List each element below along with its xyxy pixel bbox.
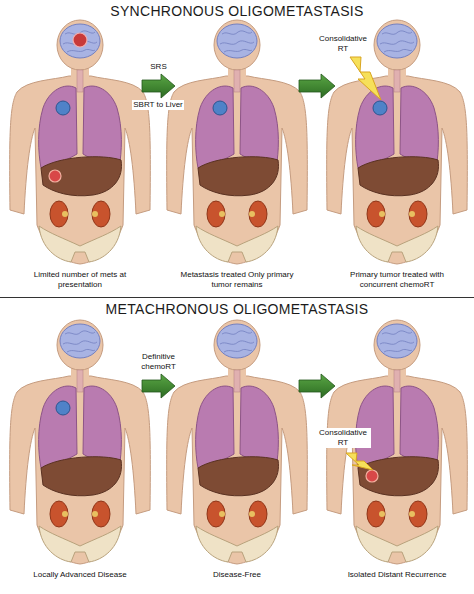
torso-figure (10, 20, 151, 264)
treatment-arrow (299, 374, 335, 398)
lung-tumor (373, 101, 387, 115)
arrow-label: Definitive chemoRT (135, 352, 183, 372)
stage-caption: Metastasis treated Only primary tumor re… (175, 270, 299, 290)
stage-caption: Locally Advanced Disease (18, 570, 142, 580)
brain-metastasis (73, 33, 87, 47)
figure-stage: Disease-Free (175, 320, 299, 580)
lung-tumor (56, 401, 70, 415)
panel-band: METACHRONOUS OLIGOMETASTASIS Locally Adva… (0, 298, 474, 594)
torso-figure (167, 20, 308, 264)
figure-stage: Isolated Distant Recurrence (335, 320, 459, 580)
torso-figure (10, 320, 151, 564)
torso-figure (167, 320, 308, 564)
figure-stage: Primary tumor treated with concurrent ch… (335, 20, 459, 290)
radiation-bolt (350, 57, 381, 100)
annotation-label: SBRT to Liver (132, 100, 184, 110)
lung-tumor (213, 101, 227, 115)
treatment-arrow (142, 374, 175, 398)
torso-figure (327, 20, 468, 264)
lung-tumor (56, 101, 70, 115)
liver-metastasis (49, 170, 61, 182)
stage-caption: Limited number of mets at presentation (18, 270, 142, 290)
annotation-label: Consolidative RT (315, 428, 371, 448)
arrow-label: SRS (149, 62, 167, 72)
panel-heading: METACHRONOUS OLIGOMETASTASIS (0, 298, 474, 317)
figure-stage: Metastasis treated Only primary tumor re… (175, 20, 299, 290)
panel-divider (0, 297, 474, 298)
treatment-arrow (299, 74, 335, 98)
stage-caption: Disease-Free (175, 570, 299, 580)
panel-heading: SYNCHRONOUS OLIGOMETASTASIS (0, 0, 474, 19)
figure-stage: Limited number of mets at presentation (18, 20, 142, 290)
panel-band: SYNCHRONOUS OLIGOMETASTASIS Limited numbe… (0, 0, 474, 297)
liver-metastasis (366, 470, 378, 482)
figure-stage: Locally Advanced Disease (18, 320, 142, 580)
stage-caption: Primary tumor treated with concurrent ch… (335, 270, 459, 290)
stage-caption: Isolated Distant Recurrence (335, 570, 459, 580)
annotation-label: Consolidative RT (315, 34, 371, 54)
radiation-bolt (346, 453, 373, 470)
treatment-arrow (142, 74, 175, 98)
